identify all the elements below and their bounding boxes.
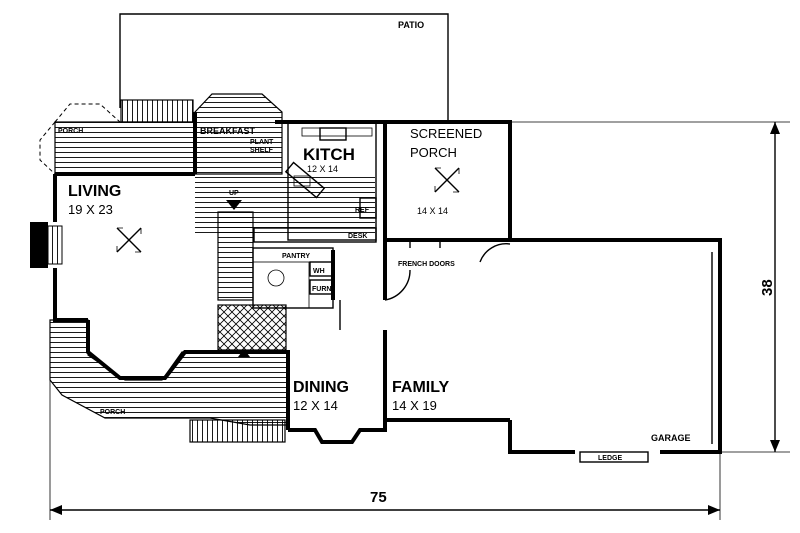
screened-porch-label-2: PORCH bbox=[410, 145, 457, 160]
width-dimension-label: 75 bbox=[370, 489, 387, 506]
furn-label: FURN bbox=[312, 286, 331, 293]
plant-shelf-label-2: SHELF bbox=[250, 147, 274, 154]
stairs-up-label: UP bbox=[229, 190, 239, 197]
ledge-label: LEDGE bbox=[598, 455, 622, 462]
patio bbox=[119, 13, 449, 122]
french-doors-label: FRENCH DOORS bbox=[398, 261, 455, 268]
garage bbox=[508, 238, 722, 463]
screened-porch-ceiling-fan bbox=[434, 167, 460, 193]
family-label: FAMILY bbox=[392, 379, 450, 396]
top-porch bbox=[39, 99, 196, 176]
wh-label: WH bbox=[313, 268, 325, 275]
garage-label: GARAGE bbox=[651, 433, 691, 443]
stairs bbox=[217, 200, 254, 301]
width-dimension bbox=[49, 380, 721, 520]
breakfast-label: BREAKFAST bbox=[200, 126, 256, 136]
fireplace bbox=[30, 222, 63, 268]
dining-size: 12 X 14 bbox=[293, 398, 338, 413]
ref-label: REF bbox=[355, 207, 370, 214]
patio-label: PATIO bbox=[398, 20, 424, 30]
top-porch-label: PORCH bbox=[58, 128, 83, 135]
screened-porch-label-1: SCREENED bbox=[410, 126, 482, 141]
family-size: 14 X 19 bbox=[392, 398, 437, 413]
kitchen-label: KITCH bbox=[303, 145, 355, 164]
desk-label: DESK bbox=[348, 233, 367, 240]
bottom-porch-label: PORCH bbox=[100, 409, 125, 416]
plant-shelf-label-1: PLANT bbox=[250, 139, 274, 146]
pantry-label: PANTRY bbox=[282, 253, 310, 260]
interior-walls bbox=[331, 240, 511, 420]
depth-dimension-label: 38 bbox=[759, 279, 776, 296]
living-size: 19 X 23 bbox=[68, 202, 113, 217]
depth-dimension bbox=[512, 121, 790, 453]
living-label: LIVING bbox=[68, 183, 121, 200]
screened-porch-size: 14 X 14 bbox=[417, 206, 448, 216]
dining-label: DINING bbox=[293, 379, 349, 396]
kitchen bbox=[253, 121, 377, 243]
living-ceiling-fan bbox=[116, 227, 142, 253]
kitchen-size: 12 X 14 bbox=[307, 164, 338, 174]
